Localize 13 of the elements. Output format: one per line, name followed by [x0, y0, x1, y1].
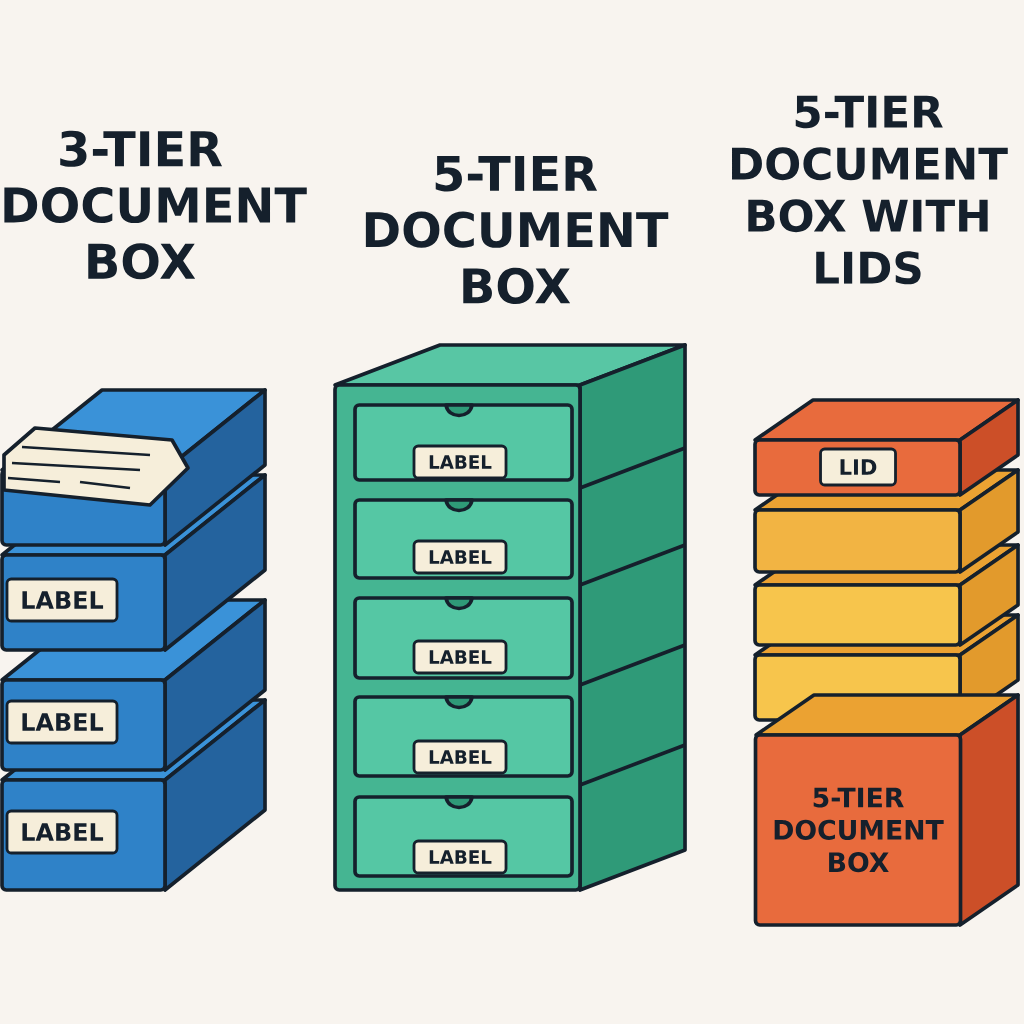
- column-title: 3-TIER DOCUMENT BOX: [4, 130, 307, 280]
- label-tag: LABEL: [5, 577, 119, 623]
- label-tag: LABEL: [412, 444, 508, 480]
- storage-box: 5-TIER DOCUMENT BOX: [753, 693, 1020, 927]
- column-title: 5-TIER DOCUMENT BOX WITH LIDS: [732, 95, 1008, 285]
- label-tag: LABEL: [5, 809, 119, 855]
- label-tag: LABEL: [412, 839, 508, 875]
- label-tag: LABEL: [412, 539, 508, 575]
- label-tag: LABEL: [412, 639, 508, 675]
- column-title: 5-TIER DOCUMENT BOX: [365, 156, 669, 304]
- label-tag: LABEL: [5, 699, 119, 745]
- label-tag: LABEL: [412, 739, 508, 775]
- label-tag: LID: [819, 447, 897, 487]
